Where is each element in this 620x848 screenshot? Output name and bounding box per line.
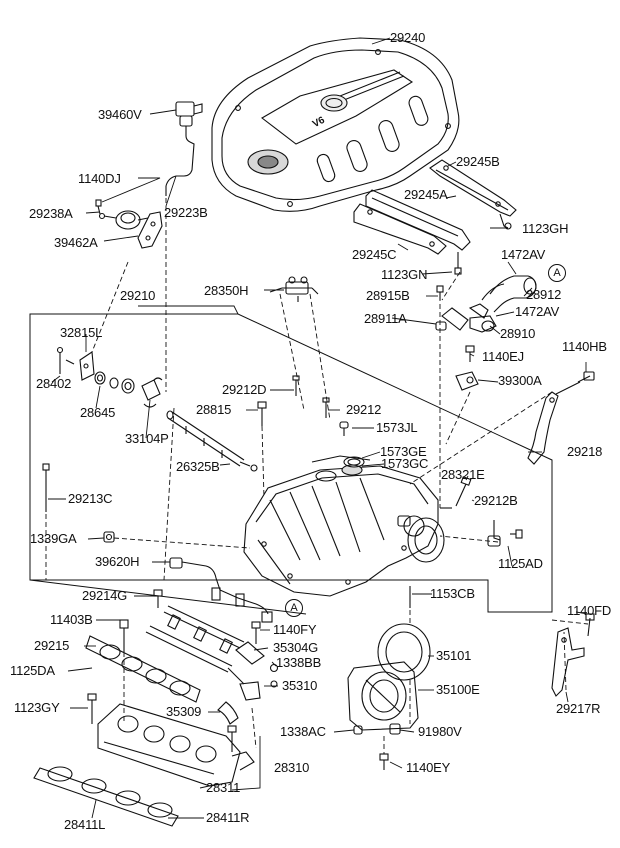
- part-label: 29245C: [352, 247, 397, 262]
- part-label: 28910: [500, 326, 536, 341]
- throttle-hoses-35309: [217, 641, 279, 725]
- part-label: 28402: [36, 376, 72, 391]
- part-label: 28311: [206, 780, 241, 795]
- part-label: 28321E: [441, 467, 485, 482]
- part-label: 29214G: [82, 588, 128, 603]
- part-label: 1573GE: [380, 444, 427, 459]
- cover-brackets-29245: [353, 159, 517, 275]
- part-label: 1123GY: [14, 700, 60, 715]
- part-label: 29212: [346, 402, 382, 417]
- throttle-body-35100E: [347, 623, 431, 731]
- bracket-29217R: [551, 613, 595, 697]
- part-label: 1573GC: [381, 456, 429, 471]
- part-label: 29217R: [556, 701, 601, 716]
- part-label: 35101: [436, 648, 472, 663]
- part-label: 1338BB: [276, 655, 322, 670]
- part-label: 28911A: [364, 311, 407, 326]
- fuel-rail-29214G: [145, 605, 245, 673]
- part-label: 35310: [282, 678, 318, 693]
- part-label: 11403B: [50, 612, 93, 627]
- pcv-parts-left: [56, 346, 163, 408]
- part-label: 29218: [567, 444, 603, 459]
- part-label: 39620H: [95, 554, 140, 569]
- part-label: 28912: [526, 287, 562, 302]
- part-label: 35304G: [273, 640, 319, 655]
- part-label: 28310: [274, 760, 310, 775]
- part-label: 29212B: [474, 493, 518, 508]
- part-label: 1125AD: [498, 556, 543, 571]
- engine-cover-29240: [211, 37, 460, 212]
- part-label: 39300A: [498, 373, 542, 388]
- leader-lines: [48, 37, 589, 819]
- part-label: 1140FD: [567, 603, 612, 618]
- part-label: 29223B: [164, 205, 208, 220]
- part-label: 32815L: [60, 325, 103, 340]
- part-label: 1153CB: [430, 586, 475, 601]
- part-label: 1472AV: [515, 304, 560, 319]
- part-label: 28645: [80, 405, 116, 420]
- reference-marker-a: A: [548, 264, 566, 282]
- sensor-39300A: [455, 345, 479, 391]
- part-label: 1339GA: [30, 531, 77, 546]
- part-label: 29240: [390, 30, 426, 45]
- part-label: 29210: [120, 288, 156, 303]
- part-label: 29245A: [404, 187, 448, 202]
- fuel-rail-26325B: [166, 410, 258, 472]
- harness-39620H: [169, 557, 273, 623]
- part-label: 29212D: [222, 382, 267, 397]
- pcv-hose-28912: [435, 275, 537, 333]
- bracket-29218: [527, 371, 595, 465]
- part-label: 1140DJ: [78, 171, 121, 186]
- sensor-39460V: [165, 101, 203, 187]
- part-label: 91980V: [418, 724, 462, 739]
- part-label: 1123GN: [381, 267, 428, 282]
- part-label: 29238A: [29, 206, 73, 221]
- part-label: 28411R: [206, 810, 250, 825]
- reference-lines: [45, 190, 589, 754]
- part-label: 1140EY: [406, 760, 451, 775]
- part-label: 29215: [34, 638, 70, 653]
- part-label: 1123GH: [522, 221, 569, 236]
- part-label: 35309: [166, 704, 202, 719]
- part-label: 1140HB: [562, 339, 607, 354]
- part-label: 28350H: [204, 283, 249, 298]
- part-label: 33104P: [125, 431, 169, 446]
- bracket-39462A: [95, 186, 167, 249]
- part-label: 26325B: [176, 459, 220, 474]
- part-label: 1472AV: [501, 247, 546, 262]
- manifold-box-29210: [29, 313, 553, 615]
- part-label: 29245B: [456, 154, 500, 169]
- gaskets-28411: [33, 766, 179, 827]
- part-label: 28411L: [64, 817, 106, 832]
- part-label: 28815: [196, 402, 232, 417]
- part-label: 28915B: [366, 288, 410, 303]
- part-label: 29213C: [68, 491, 113, 506]
- reference-marker-a: A: [285, 599, 303, 617]
- part-label: 35100E: [436, 682, 480, 697]
- part-label: 1125DA: [10, 663, 55, 678]
- part-label: 1140FY: [273, 622, 317, 637]
- intake-manifold: [243, 455, 452, 597]
- lower-manifold-28310: [97, 703, 255, 787]
- part-label: 1140EJ: [482, 349, 524, 364]
- part-label: 39462A: [54, 235, 98, 250]
- part-label: 39460V: [98, 107, 142, 122]
- gasket-29215: [85, 635, 201, 703]
- part-label: 1573JL: [376, 420, 418, 435]
- part-label: 1338AC: [280, 724, 326, 739]
